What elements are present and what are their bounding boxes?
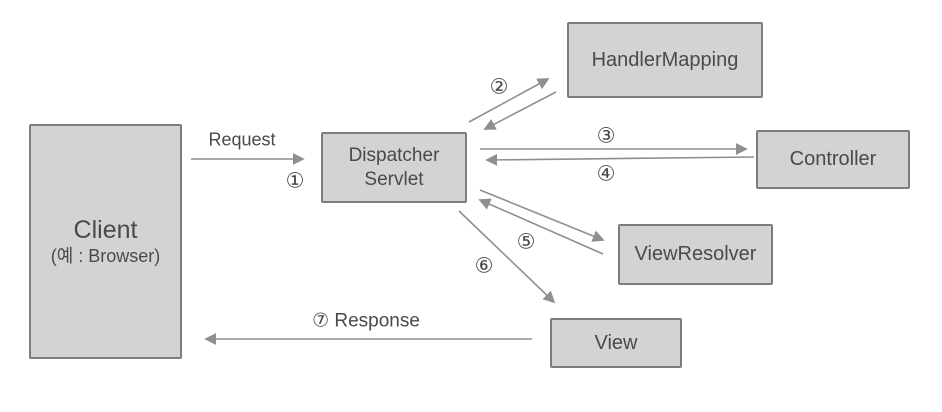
- view-resolver-box: ViewResolver: [618, 224, 773, 285]
- client-box-sublabel: (예 : Browser): [50, 246, 161, 267]
- step6-label: ⑥: [474, 254, 494, 278]
- arrow-step2-handlermapping-to-dispatcher: [483, 91, 557, 130]
- step5-label: ⑤: [516, 230, 536, 254]
- dispatcher-servlet-box-label-line2: Servlet: [364, 168, 424, 190]
- view-box: View: [550, 318, 682, 368]
- arrow-step5-viewresolver-to-dispatcher: [478, 198, 604, 255]
- client-box: Client (예 : Browser): [29, 124, 182, 359]
- step3-label: ③: [596, 124, 616, 148]
- dispatcher-servlet-box-label-line1: Dispatcher: [348, 145, 440, 167]
- arrow-step5-dispatcher-to-viewresolver: [479, 189, 605, 242]
- arrow-step2-dispatcher-to-handlermapping: [468, 78, 550, 123]
- step2-label: ②: [489, 75, 509, 99]
- view-box-label: View: [594, 331, 638, 354]
- handler-mapping-box-label: HandlerMapping: [591, 48, 739, 71]
- client-box-label: Client: [73, 215, 138, 244]
- step1-label: ①: [285, 169, 305, 193]
- handler-mapping-box: HandlerMapping: [567, 22, 763, 98]
- dispatcher-servlet-box: Dispatcher Servlet: [321, 132, 467, 203]
- step7-response-label: ⑦ Response: [312, 310, 420, 332]
- arrow-step6-dispatcher-to-view: [458, 210, 556, 304]
- arrow-step4-controller-to-dispatcher: [485, 153, 755, 166]
- view-resolver-box-label: ViewResolver: [634, 243, 757, 266]
- controller-box: Controller: [756, 130, 910, 189]
- request-label: Request: [208, 129, 276, 150]
- step4-label: ④: [596, 162, 616, 186]
- controller-box-label: Controller: [789, 148, 877, 171]
